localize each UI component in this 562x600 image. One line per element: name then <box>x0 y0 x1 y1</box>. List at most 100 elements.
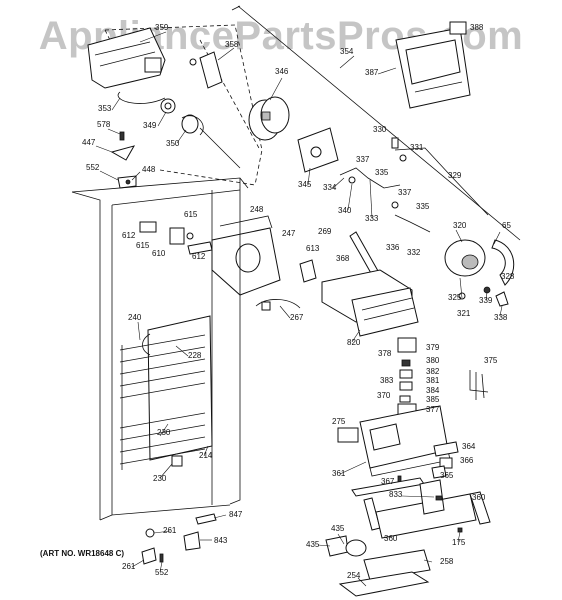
freezer-top-outline <box>231 5 521 241</box>
control-housing <box>337 405 451 477</box>
part-label: 552 <box>155 568 169 577</box>
part-label: 228 <box>188 351 202 360</box>
ice-bucket-tray <box>87 27 166 89</box>
part-label: 214 <box>199 451 213 460</box>
part-label: 345 <box>298 180 312 189</box>
auger-parts <box>117 91 241 169</box>
dispenser-harness <box>469 370 489 400</box>
part-label: 65 <box>502 221 511 230</box>
part-label: 334 <box>323 183 337 192</box>
part-label: 333 <box>365 214 379 223</box>
part-label: 385 <box>426 395 440 404</box>
auger-motor <box>248 96 290 141</box>
part-label: 275 <box>332 417 346 426</box>
part-label: 382 <box>426 367 440 376</box>
art-number-caption: (ART NO. WR18648 C) <box>40 549 125 558</box>
part-label: 332 <box>407 248 421 257</box>
part-label: 349 <box>143 121 157 130</box>
mounting-plate <box>297 127 339 173</box>
part-label: 615 <box>136 241 150 250</box>
bracket-358 <box>189 51 223 89</box>
part-label: 353 <box>98 104 112 113</box>
part-label: 240 <box>128 313 142 322</box>
part-label: 247 <box>282 229 296 238</box>
left-small-parts <box>110 131 137 189</box>
part-label: 360 <box>384 534 398 543</box>
actuator-linkage <box>339 137 489 233</box>
part-label: 384 <box>426 386 440 395</box>
part-label: 447 <box>82 138 96 147</box>
part-label: 336 <box>386 243 400 252</box>
part-label: 364 <box>462 442 476 451</box>
wire-harness <box>255 299 301 311</box>
part-label: 248 <box>250 205 264 214</box>
freezer-cabinet <box>71 177 249 521</box>
part-label: 833 <box>389 490 403 499</box>
part-label: 366 <box>460 456 474 465</box>
part-label: 847 <box>229 510 243 519</box>
part-label: 254 <box>347 571 361 580</box>
part-label: 361 <box>332 469 346 478</box>
dispenser-rails <box>351 477 491 539</box>
bottom-left-parts <box>141 513 217 565</box>
part-label: 230 <box>157 428 171 437</box>
part-label: 843 <box>214 536 228 545</box>
part-label: 552 <box>86 163 100 172</box>
part-label: 365 <box>440 471 454 480</box>
part-label: 339 <box>479 296 493 305</box>
part-label: 367 <box>381 477 395 486</box>
part-label: 381 <box>426 376 440 385</box>
part-label: 330 <box>373 125 387 134</box>
part-label: 328 <box>501 272 515 281</box>
part-label: 360 <box>472 493 486 502</box>
part-label: 615 <box>184 210 198 219</box>
icemaker <box>321 269 419 337</box>
part-label: 338 <box>494 313 508 322</box>
part-label: 320 <box>453 221 467 230</box>
part-label: 267 <box>290 313 304 322</box>
part-label: 448 <box>142 165 156 174</box>
part-label: 354 <box>340 47 354 56</box>
part-label: 335 <box>416 202 430 211</box>
part-label: 350 <box>166 139 180 148</box>
part-label: 610 <box>152 249 166 258</box>
thermostat-parts <box>139 221 213 255</box>
part-label: 346 <box>275 67 289 76</box>
dispenser-solenoid <box>444 239 515 307</box>
part-label: 230 <box>153 474 167 483</box>
part-label: 380 <box>426 356 440 365</box>
part-label: 335 <box>375 168 389 177</box>
control-small-parts <box>397 441 459 485</box>
part-label: 435 <box>306 540 320 549</box>
part-label: 370 <box>377 391 391 400</box>
part-label: 329 <box>448 171 462 180</box>
leader-lines <box>95 31 503 587</box>
damper-housing <box>211 215 317 296</box>
ice-dispenser-door <box>395 21 471 109</box>
part-label: 258 <box>440 557 454 566</box>
part-label: 578 <box>97 120 111 129</box>
part-label: 358 <box>225 40 239 49</box>
part-label: 378 <box>378 349 392 358</box>
part-label: 613 <box>306 244 320 253</box>
part-label: 331 <box>410 143 424 152</box>
part-label: 261 <box>163 526 177 535</box>
part-label: 377 <box>426 405 440 414</box>
part-label: 337 <box>356 155 370 164</box>
part-label: 368 <box>336 254 350 263</box>
part-label: 820 <box>347 338 361 347</box>
part-label: 435 <box>331 524 345 533</box>
part-label: 388 <box>470 23 484 32</box>
part-label: 379 <box>426 343 440 352</box>
dispenser-switch-stack <box>397 337 417 417</box>
part-label: 340 <box>338 206 352 215</box>
part-label: 175 <box>452 538 466 547</box>
evaporator <box>119 315 213 470</box>
part-label: 337 <box>398 188 412 197</box>
part-label: 261 <box>122 562 136 571</box>
dispenser-paddle <box>325 535 431 597</box>
part-label: 325 <box>448 293 462 302</box>
part-label: 387 <box>365 68 379 77</box>
